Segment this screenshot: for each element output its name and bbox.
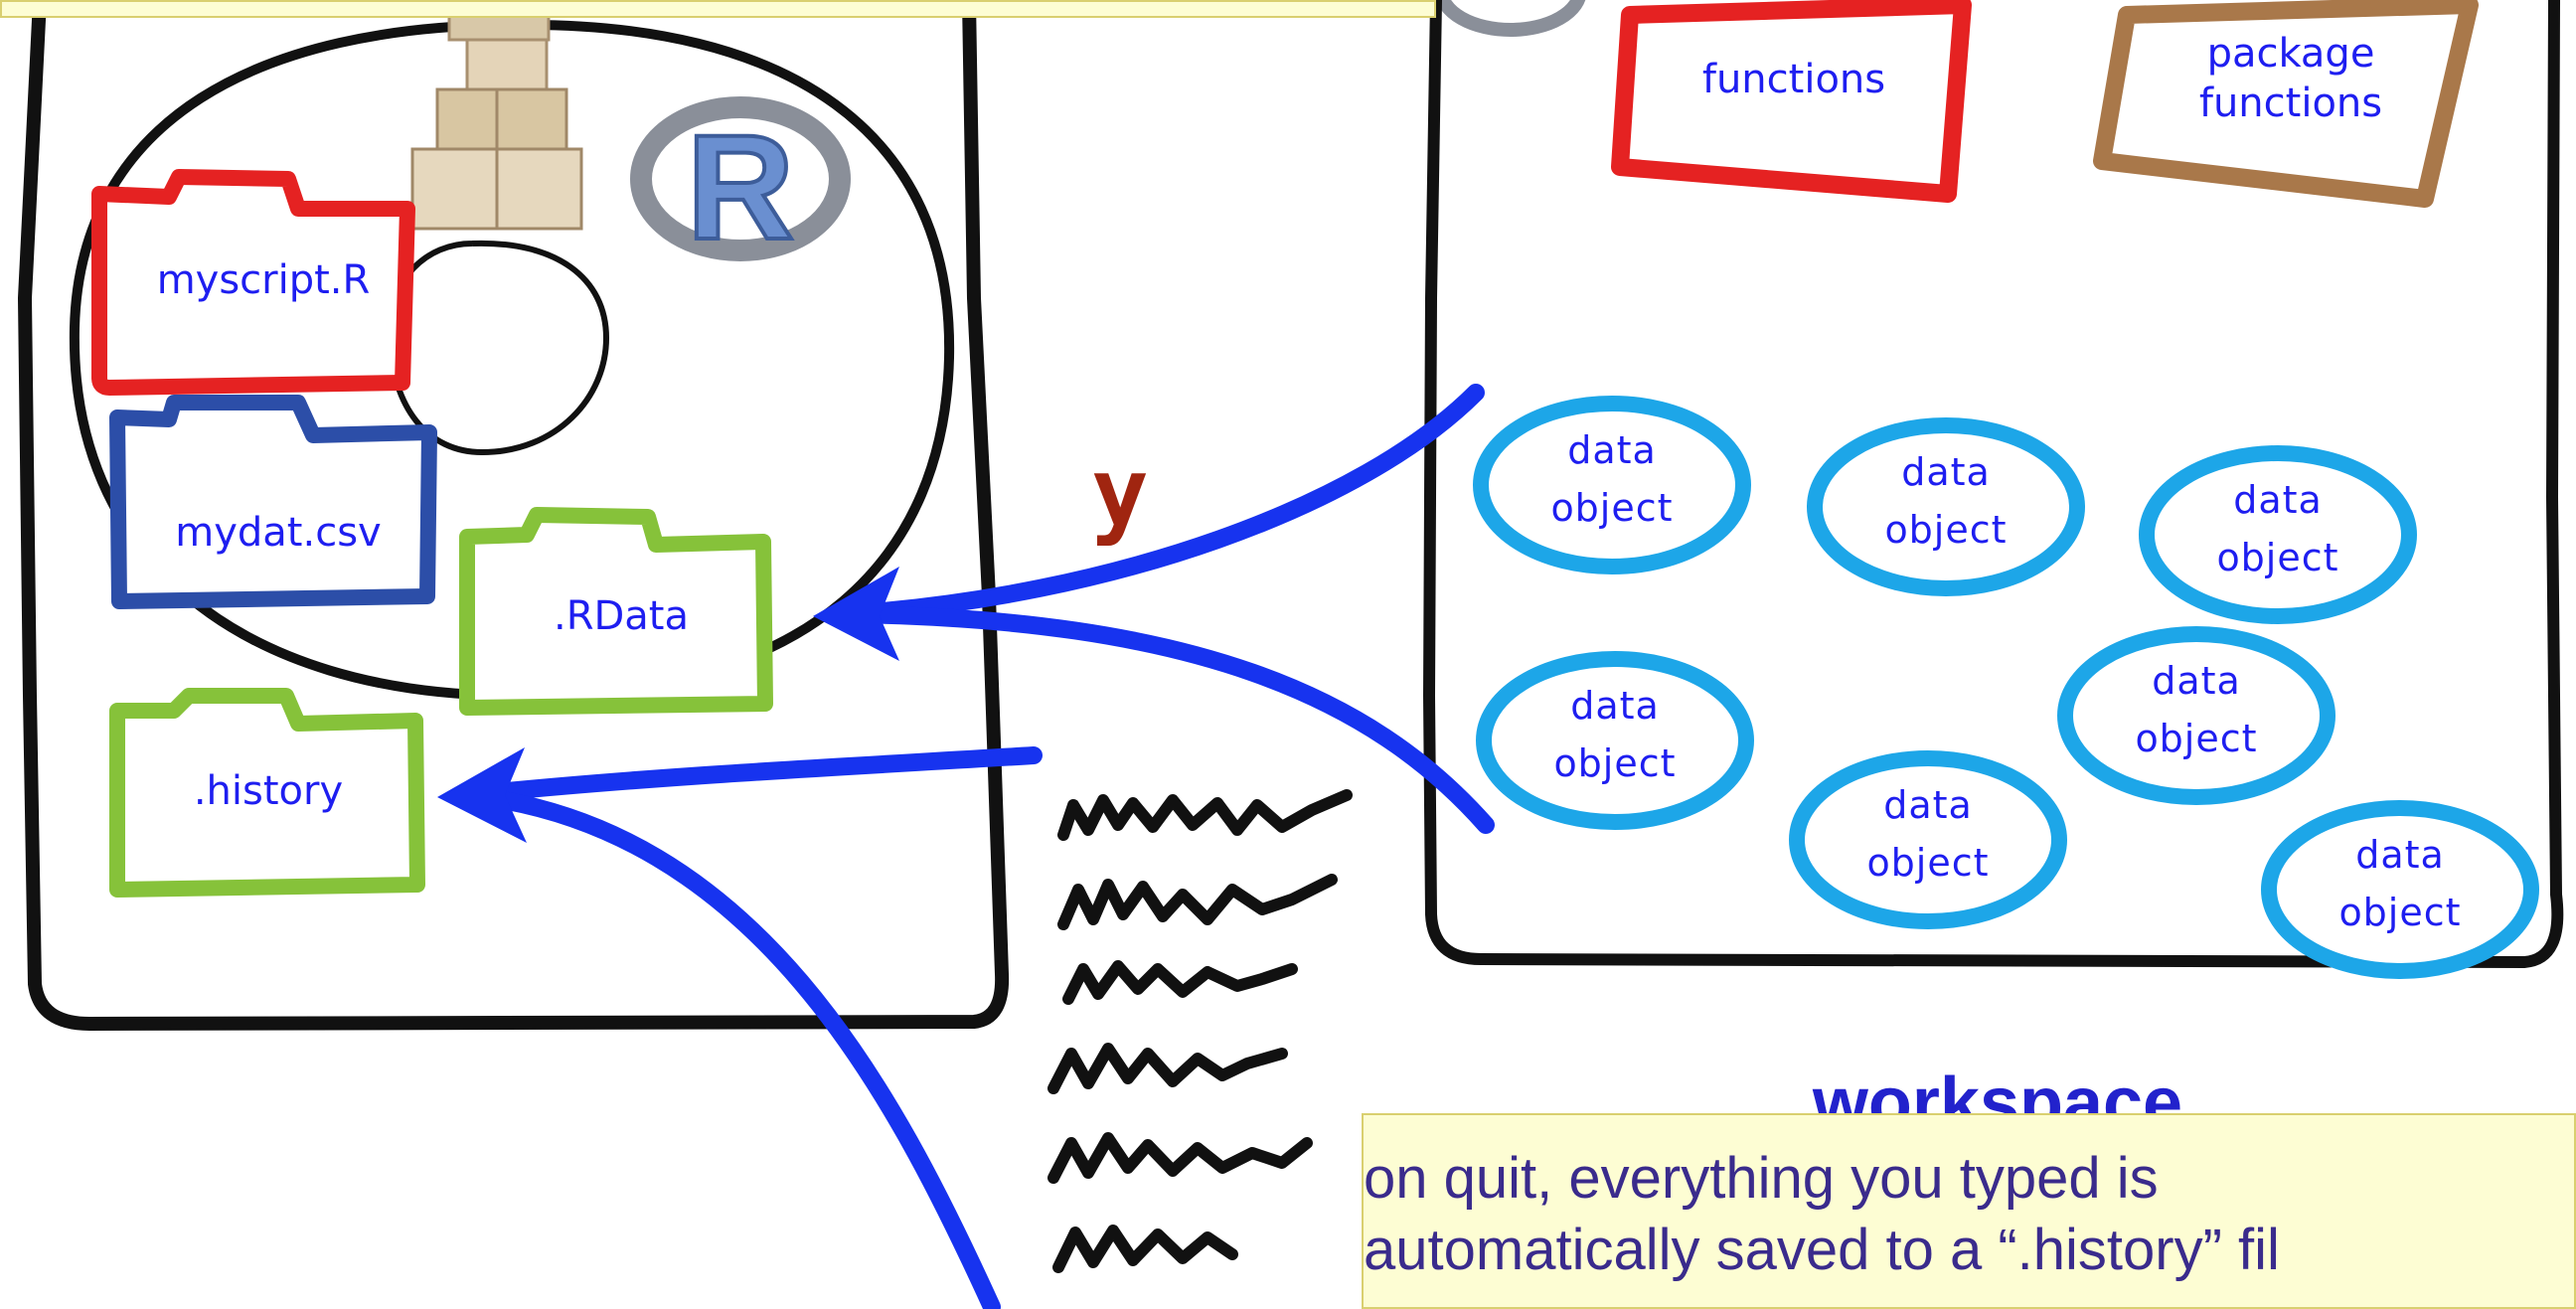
myscript-label: myscript.R xyxy=(156,257,371,303)
package-functions-label-1: package xyxy=(2206,31,2375,77)
functions-box[interactable] xyxy=(1611,0,1972,203)
note-top-left xyxy=(0,0,1436,18)
functions-label: functions xyxy=(1701,57,1886,102)
arrow-to-history xyxy=(458,746,1043,804)
arrow-workspace-to-rdata xyxy=(836,384,1485,623)
data-object-5[interactable] xyxy=(2057,626,2335,805)
arrow-objects-to-rdata xyxy=(836,605,1495,834)
mydat-label: mydat.csv xyxy=(175,510,382,556)
r-logo-icon: R xyxy=(630,96,851,272)
arrowheads xyxy=(437,567,899,843)
left-panel-outline xyxy=(18,0,1010,1031)
data-object-4[interactable] xyxy=(1476,651,1754,830)
arrow-bottom-to-history xyxy=(458,786,1001,1309)
history-label: .history xyxy=(193,768,344,814)
save-arrows xyxy=(458,384,1495,1309)
workspace-title: workspace xyxy=(1812,1064,2183,1121)
folder-rdata[interactable] xyxy=(459,507,773,716)
svg-text:R: R xyxy=(687,103,794,270)
folder-history[interactable] xyxy=(109,688,425,898)
package-boxes-icon xyxy=(410,0,583,231)
data-object-7[interactable] xyxy=(2261,800,2539,979)
folder-myscript[interactable] xyxy=(91,169,415,396)
save-y-label: y xyxy=(1091,437,1149,549)
rdata-label: .RData xyxy=(553,593,689,639)
data-object-3[interactable] xyxy=(2139,445,2417,624)
workspace-panel-outline xyxy=(1423,0,2564,968)
folder-mydat[interactable] xyxy=(109,395,437,609)
note-line-1: on quit, everything you typed is xyxy=(1364,1146,2159,1211)
package-functions-box[interactable] xyxy=(2093,0,2479,208)
squiggle-history-icon xyxy=(1047,789,1353,1273)
data-object-2[interactable] xyxy=(1807,417,2085,596)
note-line-2: automatically saved to a “.history” fil xyxy=(1364,1218,2280,1282)
data-object-1[interactable] xyxy=(1473,396,1751,574)
r-logo-partial-icon xyxy=(1435,0,1586,37)
note-bottom-right xyxy=(1362,1113,2576,1309)
package-functions-label-2: functions xyxy=(2198,81,2383,126)
data-object-6[interactable] xyxy=(1789,750,2067,929)
small-circle xyxy=(386,240,610,456)
note-text: on quit, everything you typed is automat… xyxy=(1364,1143,2576,1286)
